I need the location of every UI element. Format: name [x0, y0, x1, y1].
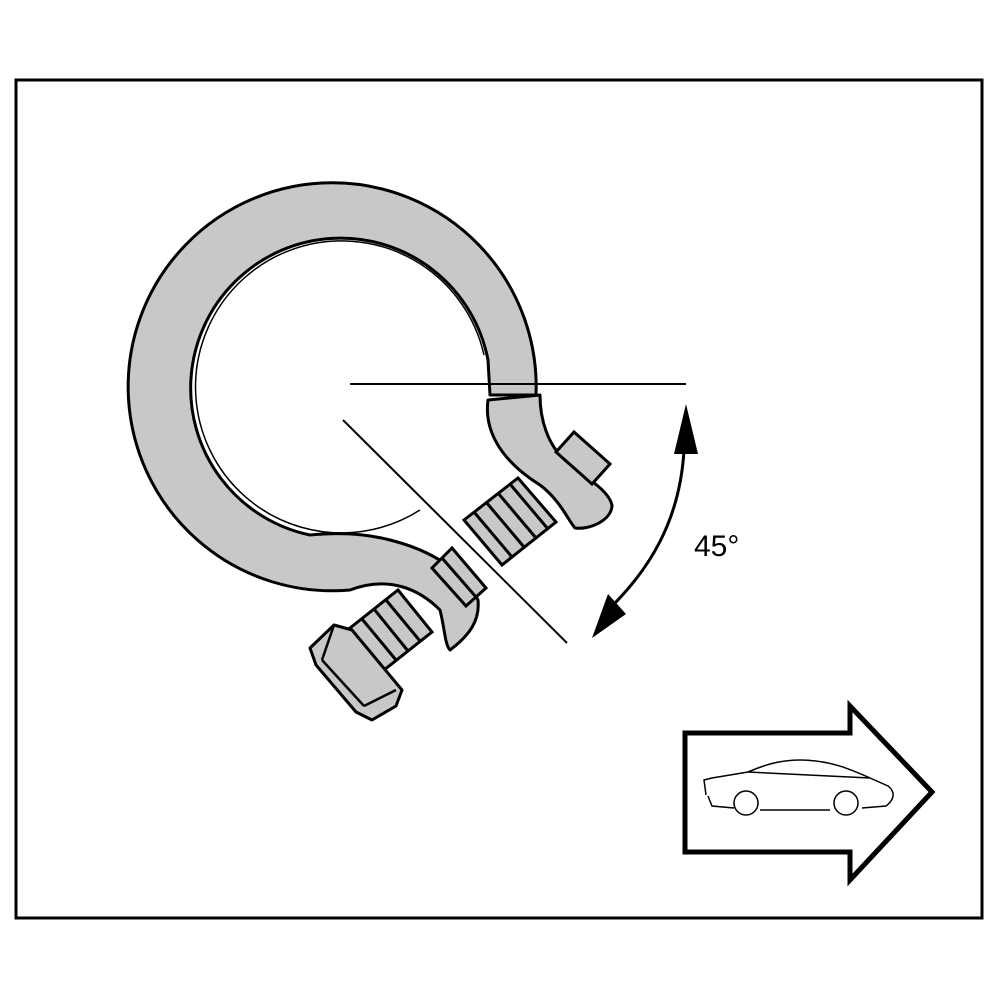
car-icon: [703, 759, 894, 816]
bolt-head: [308, 623, 404, 722]
arrowhead-up: [674, 404, 698, 454]
bolt-thread-upper: [461, 475, 559, 568]
vehicle-forward-arrow-icon: [682, 699, 936, 887]
bolt-thread-lines-upper: [472, 483, 550, 558]
bolt-thread-lines-lower: [360, 599, 422, 661]
clamp-band: [126, 181, 538, 652]
clamp-nut: [553, 429, 613, 487]
angled-reference-line: [342, 419, 568, 644]
arrowhead-down: [592, 594, 626, 638]
angle-arc-arrow: [592, 404, 698, 638]
angle-label: 45°: [694, 530, 739, 563]
exhaust-clamp-icon: [126, 181, 614, 722]
clamp-inner-edge: [194, 240, 485, 534]
